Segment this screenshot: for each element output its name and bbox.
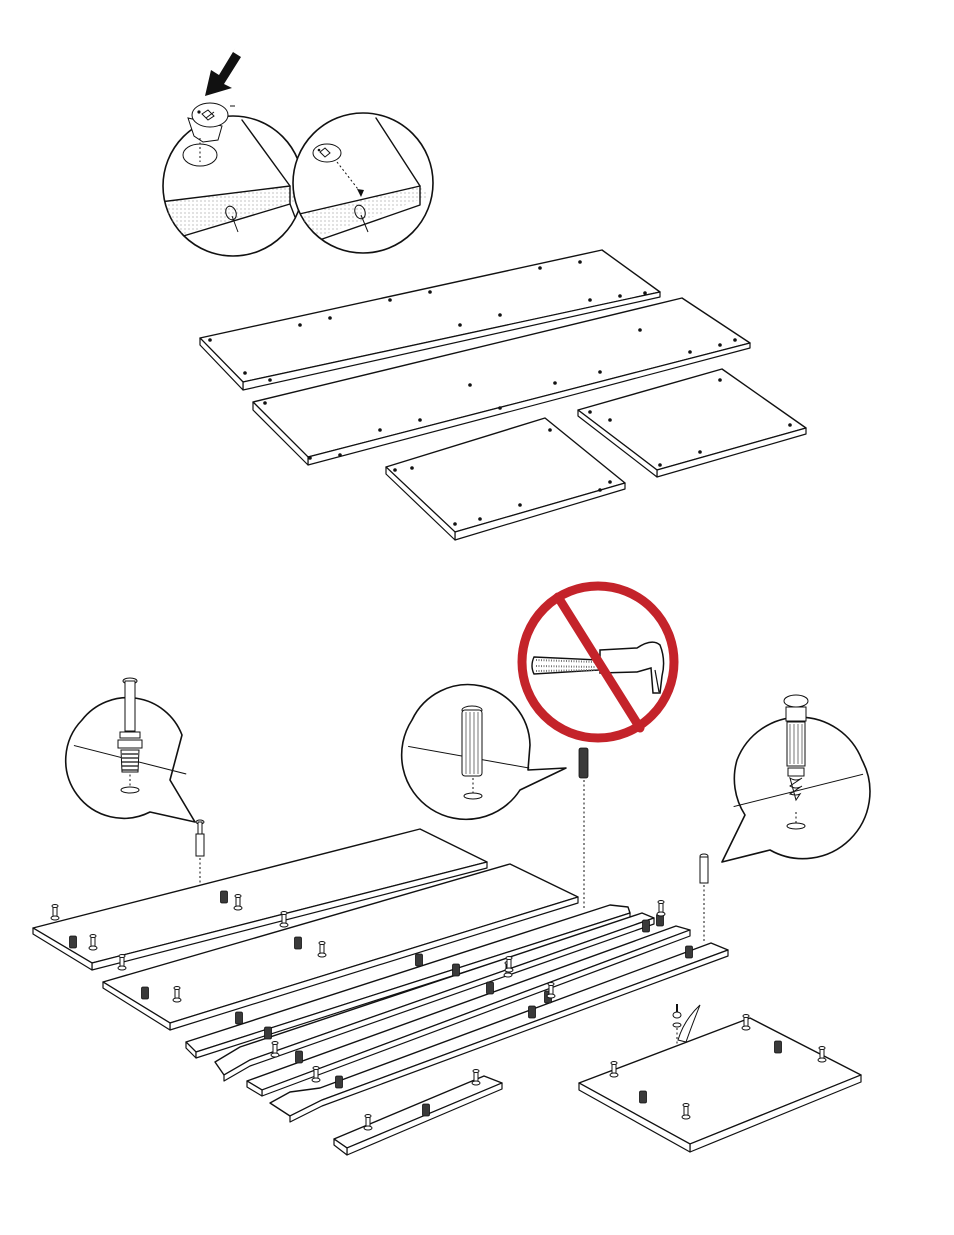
- wooden-dowel-icon: [265, 1027, 272, 1039]
- wooden-dowel-icon: [236, 1012, 243, 1024]
- drill-hole: [458, 323, 462, 327]
- drill-hole: [388, 298, 392, 302]
- drill-hole: [548, 428, 552, 432]
- drill-hole: [378, 428, 382, 432]
- drill-hole: [410, 466, 414, 470]
- drill-hole: [598, 488, 602, 492]
- drill-hole: [643, 291, 647, 295]
- drill-hole: [498, 313, 502, 317]
- wooden-dowel-icon: [462, 706, 482, 776]
- wooden-dowel-icon: [296, 1051, 303, 1063]
- wooden-dowel-icon: [640, 1091, 647, 1103]
- drill-hole: [478, 517, 482, 521]
- drill-hole: [208, 338, 212, 342]
- drill-hole: [243, 371, 247, 375]
- panel-layout-step: [200, 250, 806, 540]
- drill-hole: [428, 290, 432, 294]
- drill-hole: [518, 503, 522, 507]
- cam-lock-icon: [313, 144, 341, 162]
- short-panel-left: [386, 418, 625, 540]
- drill-hole: [598, 370, 602, 374]
- drill-hole: [338, 453, 342, 457]
- wooden-dowel-icon: [686, 946, 693, 958]
- wooden-dowel-icon: [221, 891, 228, 903]
- short-panel-right: [578, 369, 806, 477]
- cam-bolt-icon: [51, 905, 59, 921]
- drill-hole: [578, 260, 582, 264]
- wooden-dowel-icon: [336, 1076, 343, 1088]
- drill-hole: [538, 266, 542, 270]
- drill-hole: [298, 323, 302, 327]
- wooden-dowel-icon: [529, 1006, 536, 1018]
- cam-screw-icon: [700, 854, 708, 943]
- no-hammer-icon: [522, 586, 674, 738]
- drill-hole: [268, 378, 272, 382]
- drill-hole: [638, 328, 642, 332]
- wooden-dowel-icon: [423, 1104, 430, 1116]
- cam-bolt-icon: [547, 983, 555, 999]
- wooden-dowel-icon: [643, 920, 650, 932]
- detail-view-cam-placement: [160, 103, 303, 256]
- drill-hole: [733, 338, 737, 342]
- drill-hole: [498, 406, 502, 410]
- arrow-down-icon: [205, 47, 241, 96]
- cam-lock-step: [160, 47, 433, 256]
- drill-hole: [393, 468, 397, 472]
- drill-hole: [263, 401, 267, 405]
- drill-hole: [468, 383, 472, 387]
- detail-view-cam-screw: [720, 695, 880, 862]
- cam-bolt-icon: [364, 1115, 372, 1131]
- cam-bolt-icon: [472, 1070, 480, 1086]
- drill-hole: [453, 522, 457, 526]
- insertion-step: [33, 586, 880, 1155]
- drill-hole: [718, 343, 722, 347]
- drill-hole: [788, 423, 792, 427]
- drill-hole: [308, 456, 312, 460]
- wooden-dowel-icon: [579, 748, 588, 908]
- wooden-dowel-icon: [142, 987, 149, 999]
- detail-view-cam-bolt: [60, 678, 210, 822]
- drill-hole: [618, 294, 622, 298]
- drill-hole: [588, 298, 592, 302]
- wooden-dowel-icon: [416, 954, 423, 966]
- wooden-dowel-icon: [295, 937, 302, 949]
- drill-hole: [698, 450, 702, 454]
- drill-hole: [328, 316, 332, 320]
- drill-hole: [608, 480, 612, 484]
- drill-hole: [553, 381, 557, 385]
- drill-hole: [688, 350, 692, 354]
- cam-bolt-icon: [657, 901, 665, 917]
- base-panel: [579, 1018, 861, 1152]
- wooden-dowel-icon: [487, 982, 494, 994]
- drill-hole: [588, 410, 592, 414]
- drill-hole: [608, 418, 612, 422]
- detail-view-cam-rotate: [293, 113, 433, 253]
- wooden-dowel-icon: [775, 1041, 782, 1053]
- cam-bolt-icon: [196, 820, 204, 885]
- wooden-dowel-icon: [70, 936, 77, 948]
- wooden-dowel-icon: [453, 964, 460, 976]
- drill-hole: [418, 418, 422, 422]
- drill-hole: [718, 378, 722, 382]
- drill-hole: [658, 463, 662, 467]
